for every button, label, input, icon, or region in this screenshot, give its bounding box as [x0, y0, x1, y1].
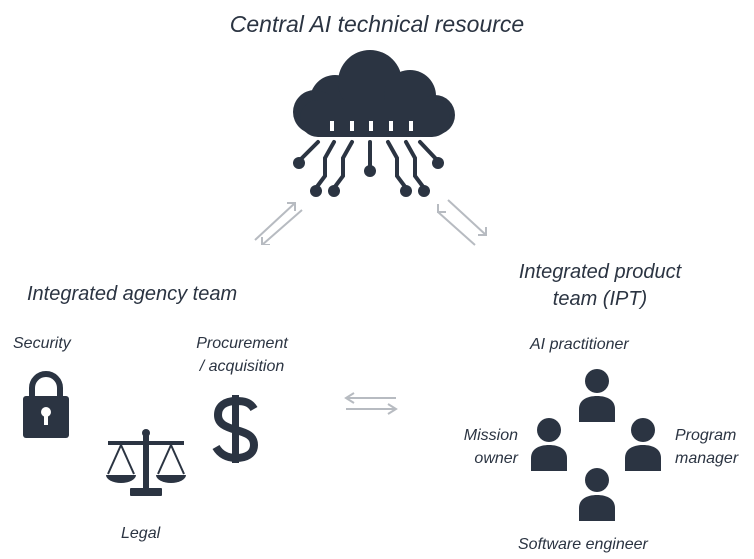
arrow-cloud-ipt-icon: [437, 199, 487, 246]
arrow-agency-ipt-icon: [344, 392, 398, 415]
padlock-icon: [23, 371, 69, 438]
ipt-heading-line-1: Integrated product: [518, 261, 682, 283]
program-manager-label: Program manager: [675, 424, 738, 470]
arrow-cloud-agency-icon: [254, 202, 303, 245]
program-manager-line-2: manager: [675, 450, 739, 467]
legal-label: Legal: [121, 525, 161, 542]
person-icon: [531, 418, 567, 471]
ipt-heading-line-2: team (IPT): [552, 288, 648, 310]
person-icon: [579, 468, 615, 521]
cloud-circuit-icon: [293, 50, 455, 197]
person-icon: [579, 369, 615, 422]
mission-owner-line-1: Mission: [463, 427, 518, 444]
software-engineer-label: Software engineer: [518, 536, 648, 553]
mission-owner-line-2: owner: [474, 450, 518, 467]
security-label: Security: [13, 335, 71, 352]
procurement-line-1: Procurement: [196, 335, 288, 352]
diagram-title: Central AI technical resource: [229, 11, 525, 37]
dollar-icon: [212, 395, 259, 463]
ai-practitioner-label: AI practitioner: [530, 336, 629, 353]
person-icon: [625, 418, 661, 471]
ipt-heading: Integrated product team (IPT): [490, 259, 710, 313]
procurement-label: Procurement / acquisition: [176, 332, 308, 378]
agency-team-heading: Integrated agency team: [27, 283, 238, 305]
program-manager-line-1: Program: [675, 427, 737, 444]
procurement-line-2: / acquisition: [199, 358, 285, 375]
mission-owner-label: Mission owner: [430, 424, 518, 470]
scales-icon: [106, 429, 186, 496]
